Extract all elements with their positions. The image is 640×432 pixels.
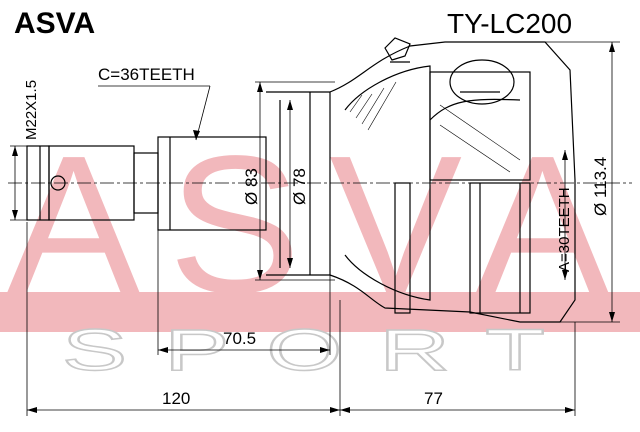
stub-shaft <box>26 136 267 231</box>
dimensions <box>10 41 620 416</box>
label-dia-113: Ø 113.4 <box>591 157 610 216</box>
dimension-labels: M22X1.5 C=36TEETH Ø 83 Ø 78 Ø 113.4 A=30… <box>23 65 610 408</box>
label-len-120: 120 <box>162 389 190 408</box>
label-thread: M22X1.5 <box>23 80 40 140</box>
label-inner-spline: A=30TEETH <box>556 187 573 272</box>
label-dia-78: Ø 78 <box>290 168 309 205</box>
label-dia-83: Ø 83 <box>242 168 261 205</box>
watermark-sport: SPORT <box>62 318 582 383</box>
hatching <box>349 81 521 173</box>
label-len-70-5: 70.5 <box>223 329 256 348</box>
label-outer-spline: C=36TEETH <box>98 65 195 84</box>
watermark: ASVA SPORT <box>0 115 640 384</box>
arrowheads <box>12 42 615 413</box>
outer-bell-housing <box>266 37 576 323</box>
label-len-77: 77 <box>424 389 443 408</box>
brand-logo: ASVA <box>14 7 95 40</box>
part-number: TY-LC200 <box>447 8 572 39</box>
watermark-band <box>0 292 640 332</box>
